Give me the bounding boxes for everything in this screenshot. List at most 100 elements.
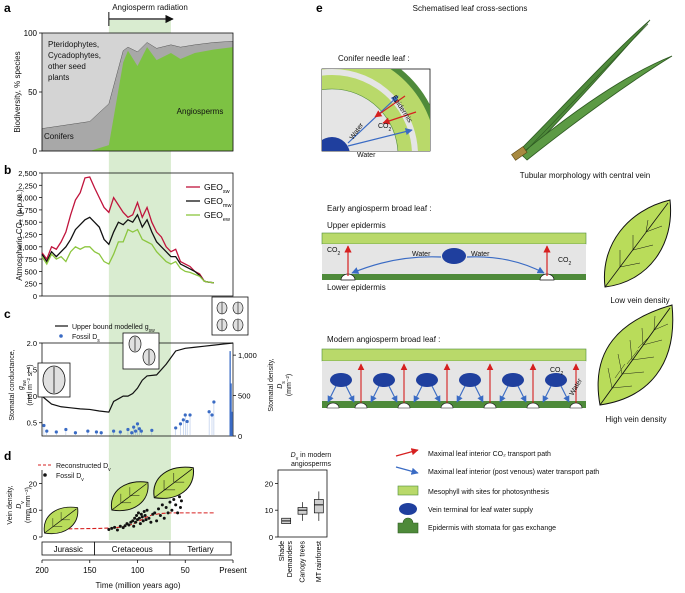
b-ytick-label-1: 250 — [24, 280, 37, 289]
panel-d-ylabel-d: D — [16, 504, 23, 509]
conifer-water-label-2: Water — [357, 152, 376, 159]
fossil-dv-point-2 — [113, 525, 117, 529]
fossil-dv-point-5 — [121, 526, 125, 530]
legend-reconstructed-label: Reconstructed Dv — [56, 463, 111, 473]
area-angiosperms — [42, 47, 233, 151]
b-ytick-label-10: 2,500 — [18, 169, 37, 178]
b-ytick-label-9: 2,250 — [18, 181, 37, 190]
b-ytick-label-0: 0 — [33, 292, 37, 301]
c-y2tick-label-1: 500 — [238, 392, 251, 401]
fossil-dv-point-30 — [155, 519, 159, 523]
fossil-dv-point-12 — [133, 516, 137, 520]
modern-co2-sub: 2 — [561, 371, 564, 377]
legend-fossil-dv-text: Fossil D — [56, 473, 81, 480]
panel-b-lines — [41, 176, 214, 284]
early-lower-epidermis: Lower epidermis — [327, 283, 386, 292]
conifer-co2-text: CO — [378, 123, 389, 130]
modern-cross-section: CO2 Water — [321, 348, 587, 409]
fossil-dv-point-43 — [178, 506, 182, 510]
fossil-dv-point-26 — [147, 516, 151, 520]
modern-stoma-0 — [354, 402, 368, 409]
modern-stoma-5 — [569, 402, 583, 409]
panel-letter-d: d — [4, 449, 11, 463]
early-cross-section: CO2 CO2 Water Water — [321, 232, 587, 281]
panel-c-ylabel-line2: gsw — [18, 380, 28, 390]
legend-recon-text: Reconstructed D — [56, 463, 108, 470]
geo-ew-line — [41, 228, 214, 284]
legend-vein-swatch — [399, 503, 417, 515]
early-co2-right-text: CO — [558, 257, 569, 264]
fossil-ds-point-5 — [86, 429, 90, 433]
leaf-icon-tertiary-veins — [163, 472, 185, 491]
inset-category-1-0: Canopy trees — [300, 541, 307, 583]
upper-bound-gsw-line — [41, 342, 234, 413]
label-angiosperms: Angiosperms — [177, 107, 224, 116]
modern-stoma-3 — [483, 402, 497, 409]
label-pteridophytes-line4: plants — [48, 73, 69, 82]
legend-red-arrow — [395, 448, 419, 457]
time-tick-label-4: Present — [219, 566, 247, 575]
modern-vein-1 — [373, 373, 395, 387]
period-label-1: Cretaceous — [112, 545, 153, 554]
fossil-ds-point-25 — [210, 413, 214, 417]
panel-c-y2label-d: D — [277, 384, 284, 389]
fossil-dv-point-22 — [142, 510, 146, 514]
needle-leaf-illustration — [511, 19, 673, 161]
time-axis-label: Time (million years ago) — [95, 581, 180, 590]
fossil-dv-point-27 — [149, 520, 153, 524]
a-ytick-label-0: 0 — [33, 147, 38, 156]
legend-e-co2: Maximal leaf interior CO₂ transport path — [428, 451, 551, 458]
modern-co2-label: CO2 — [550, 367, 564, 377]
b-ytick-label-4: 1,000 — [18, 243, 37, 252]
angiosperm-radiation-label: Angiosperm radiation — [112, 3, 188, 12]
modern-water-arrow-right-4 — [517, 385, 527, 403]
leaf-icon-jurassic-midrib — [44, 508, 77, 534]
b-ytick-label-3: 750 — [24, 255, 37, 264]
legend-upper-sub: sw — [149, 328, 156, 334]
legend-upper-bound-label: Upper bound modelled gsw — [72, 324, 155, 334]
legend-geo-sw-label: GEOsw — [204, 182, 230, 195]
legend-fossil-text: Fossil D — [72, 334, 97, 341]
modern-water-arrow-right-5 — [560, 385, 570, 403]
legend-fossil-ds-swatch — [59, 334, 63, 338]
early-co2-right-sub: 2 — [569, 261, 572, 267]
label-pteridophytes-line3: other seed — [48, 62, 86, 71]
panel-d-ylabel-line2: Dv — [16, 501, 26, 509]
broad-leaf-high-density — [597, 304, 674, 406]
panel-e-legend: Maximal leaf interior CO₂ transport path… — [395, 448, 599, 534]
legend-geo-mw-label: GEOmw — [204, 196, 231, 209]
geo-sw-line — [41, 176, 214, 284]
label-pteridophytes-line1: Pteridophytes, — [48, 40, 99, 49]
c-ytick-label-3: 2.0 — [27, 339, 37, 348]
stomata-icon-small — [211, 296, 249, 336]
modern-water-arrow-left-1 — [370, 385, 380, 403]
fossil-ds-point-10 — [126, 427, 130, 432]
time-tick-label-3: 50 — [181, 566, 190, 575]
legend-mesophyll-swatch — [397, 485, 419, 496]
modern-title: Modern angiosperm broad leaf : — [327, 335, 440, 344]
fossil-dv-point-40 — [174, 503, 178, 507]
fossil-dv-point-35 — [164, 506, 168, 510]
fossil-ds-point-16 — [139, 429, 143, 433]
fossil-ds-point-14 — [135, 422, 140, 426]
inset-ytick-label-1: 10 — [265, 506, 273, 515]
fossil-ds-point-26 — [212, 400, 216, 404]
fossil-ds-point-15 — [137, 427, 142, 431]
panel-c-fossil-ds-bars — [43, 351, 233, 436]
panel-letter-b: b — [4, 163, 11, 177]
inset-title-v: v — [296, 456, 299, 462]
fossil-dv-point-3 — [115, 528, 119, 532]
panel-letter-a: a — [4, 1, 11, 15]
modern-water-arrow-right-1 — [388, 385, 398, 403]
early-co2-right: CO2 — [558, 257, 572, 267]
early-title: Early angiosperm broad leaf : — [327, 204, 432, 213]
c-y2tick-label-0: 0 — [238, 432, 242, 441]
panel-c-ylabel-line3: (mol m⁻² s⁻¹) — [27, 364, 34, 405]
early-upper-epidermis: Upper epidermis — [327, 221, 386, 230]
fossil-dv-point-13 — [134, 520, 138, 524]
